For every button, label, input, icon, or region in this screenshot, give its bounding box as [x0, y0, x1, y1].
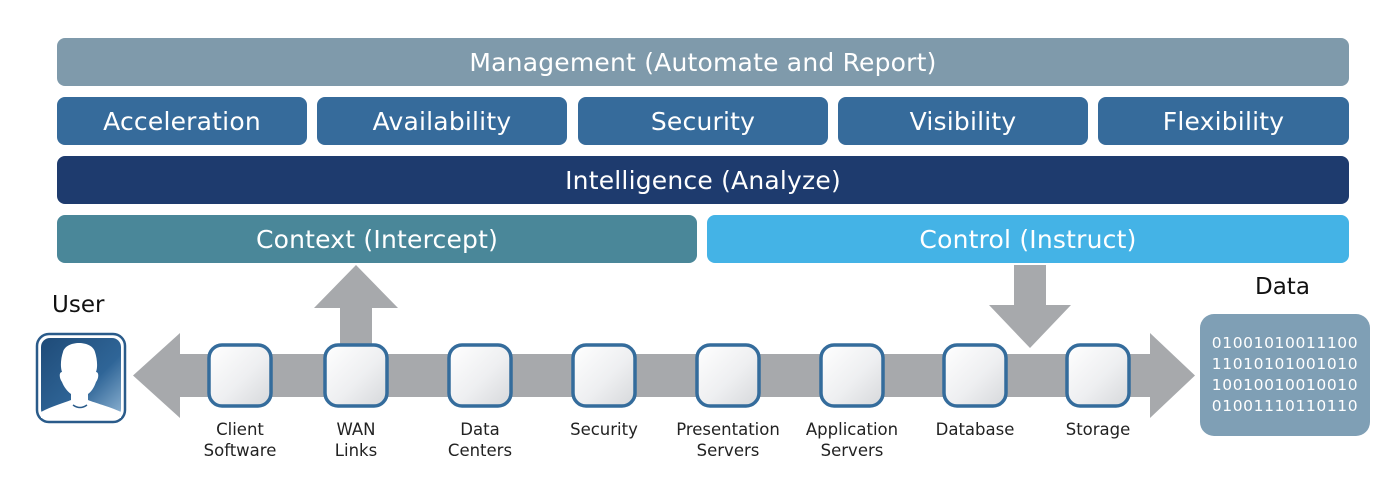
flow-node-label: Database [910, 419, 1040, 440]
capability-security: Security [578, 97, 828, 145]
flow-node [819, 343, 885, 408]
flow-node-label-line2: Software [203, 441, 277, 460]
flow-node-label-line1: Database [935, 420, 1015, 439]
data-bits-line: 10010010010010 [1211, 376, 1359, 394]
flow-node [323, 343, 389, 408]
capability-label: Flexibility [1162, 106, 1285, 136]
bidirectional-flow-arrow [133, 333, 1195, 418]
flow-node-label-line2: Links [334, 441, 378, 460]
intelligence-layer: Intelligence (Analyze) [57, 156, 1349, 204]
flow-node-label-line2: Servers [696, 441, 760, 460]
data-bits-line: 01001110110110 [1211, 397, 1359, 415]
flow-node-label-line1: Data [460, 420, 500, 439]
flow-node [447, 343, 513, 408]
user-icon [35, 332, 127, 424]
control-layer: Control (Instruct) [707, 215, 1349, 263]
context-layer: Context (Intercept) [57, 215, 697, 263]
flow-node [571, 343, 637, 408]
capability-visibility: Visibility [838, 97, 1088, 145]
capability-label: Visibility [909, 106, 1017, 136]
flow-node-label-line1: Security [570, 420, 638, 439]
flow-node-label-line2: Centers [447, 441, 513, 460]
down-arrow-from-control [989, 265, 1071, 348]
data-title: Data [1255, 274, 1310, 300]
data-bits-line: 11010101001010 [1211, 355, 1359, 373]
flow-node [942, 343, 1008, 408]
context-label: Context (Intercept) [255, 224, 499, 254]
capability-label: Security [650, 106, 756, 136]
flow-arrow-right-head [1150, 333, 1195, 418]
capability-flexibility: Flexibility [1098, 97, 1349, 145]
flow-node [207, 343, 273, 408]
user-silhouette-icon [41, 343, 121, 418]
user-title: User [52, 292, 105, 318]
flow-node-label-line1: Storage [1065, 420, 1131, 439]
capability-label: Availability [372, 106, 512, 136]
flow-node-label-line1: WAN [336, 420, 376, 439]
capability-availability: Availability [317, 97, 567, 145]
flow-node-label: Storage [1033, 419, 1163, 440]
control-label: Control (Instruct) [919, 224, 1137, 254]
flow-node-label: WAN Links [291, 419, 421, 461]
flow-node-label-line2: Servers [820, 441, 884, 460]
capability-label: Acceleration [103, 106, 261, 136]
flow-node-label-line1: Presentation [676, 420, 780, 439]
management-label: Management (Automate and Report) [469, 47, 937, 77]
management-layer: Management (Automate and Report) [57, 38, 1349, 86]
capability-acceleration: Acceleration [57, 97, 307, 145]
up-arrow-to-context [314, 265, 398, 350]
flow-node-label-line1: Client [216, 420, 264, 439]
flow-node [695, 343, 761, 408]
flow-nodes [207, 343, 1131, 408]
flow-arrow-left-head [133, 333, 180, 418]
flow-node [1065, 343, 1131, 408]
data-bits-line: 01001010011100 [1211, 334, 1359, 352]
flow-node-label-line1: Application [805, 420, 899, 439]
flow-node-label: Security [539, 419, 669, 440]
intelligence-label: Intelligence (Analyze) [565, 165, 841, 195]
data-binary-box: 01001010011100 11010101001010 1001001001… [1200, 314, 1370, 436]
